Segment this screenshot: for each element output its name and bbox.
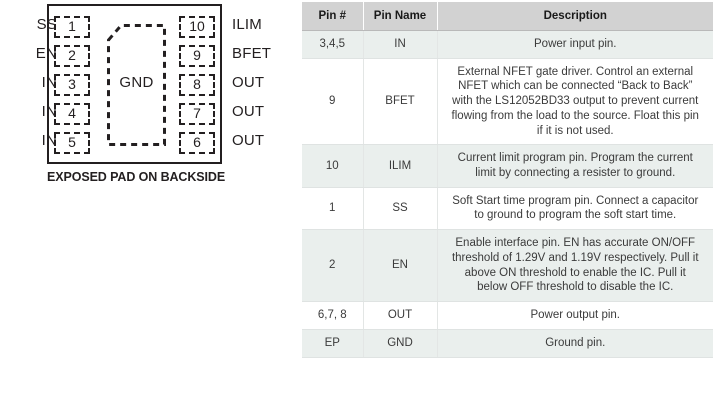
pin-pad-6[interactable]: 6 (179, 132, 215, 154)
package-outline: GND 1 2 3 4 5 10 9 8 7 6 (47, 4, 222, 164)
cell-pin-number: 1 (302, 187, 364, 231)
pin-label-in-4: IN (41, 103, 57, 120)
exposed-pad-caption: EXPOSED PAD ON BACKSIDE (47, 170, 226, 184)
pin-pad-1[interactable]: 1 (54, 16, 90, 38)
table-row: 9 BFET External NFET gate driver. Contro… (302, 58, 713, 146)
cell-pin-name: EN (363, 229, 438, 303)
pin-label-out-8: OUT (232, 74, 265, 91)
cell-pin-number: 9 (302, 58, 364, 146)
pin-pad-3[interactable]: 3 (54, 74, 90, 96)
cell-description: Current limit program pin. Program the c… (437, 144, 713, 188)
pin-label-out-7: OUT (232, 103, 265, 120)
cell-pin-number: 6,7, 8 (302, 301, 364, 330)
cell-pin-name: IN (363, 30, 438, 59)
pin-pad-4[interactable]: 4 (54, 103, 90, 125)
pin-configuration-diagram: GND 1 2 3 4 5 10 9 8 7 6 SS EN IN IN IN … (0, 0, 300, 400)
cell-pin-name: GND (363, 329, 438, 358)
cell-description: Power input pin. (437, 30, 713, 59)
cell-pin-name: SS (363, 187, 438, 231)
pin-label-in-5: IN (41, 132, 57, 149)
cell-pin-name: OUT (363, 301, 438, 330)
cell-pin-name: BFET (363, 58, 438, 146)
table-row: 2 EN Enable interface pin. EN has accura… (302, 229, 713, 303)
pin-label-bfet: BFET (232, 45, 272, 62)
table-row: EP GND Ground pin. (302, 329, 713, 358)
table-row: 3,4,5 IN Power input pin. (302, 30, 713, 59)
pin-pad-5[interactable]: 5 (54, 132, 90, 154)
pin-label-out-6: OUT (232, 132, 265, 149)
cell-pin-name: ILIM (363, 144, 438, 188)
table-header-row: Pin # Pin Name Description (302, 2, 713, 31)
cell-description: Power output pin. (437, 301, 713, 330)
cell-description: Ground pin. (437, 329, 713, 358)
column-header-pin-number: Pin # (302, 2, 364, 31)
cell-pin-number: 10 (302, 144, 364, 188)
pin-label-ilim: ILIM (232, 16, 262, 33)
pin-pad-8[interactable]: 8 (179, 74, 215, 96)
cell-pin-number: EP (302, 329, 364, 358)
pin-pad-7[interactable]: 7 (179, 103, 215, 125)
cell-pin-number: 3,4,5 (302, 30, 364, 59)
table-row: 6,7, 8 OUT Power output pin. (302, 301, 713, 330)
pin-label-en: EN (35, 45, 57, 62)
pin-label-ss: SS (36, 16, 57, 33)
table-row: 10 ILIM Current limit program pin. Progr… (302, 144, 713, 188)
pin-label-in-3: IN (41, 74, 57, 91)
pin-pad-2[interactable]: 2 (54, 45, 90, 67)
table-row: 1 SS Soft Start time program pin. Connec… (302, 187, 713, 231)
gnd-pad-shape (107, 24, 166, 146)
pin-description-table: Pin # Pin Name Description 3,4,5 IN Powe… (302, 2, 713, 358)
column-header-pin-name: Pin Name (363, 2, 438, 31)
gnd-exposed-pad: GND (107, 24, 166, 146)
gnd-pad-label: GND (119, 74, 154, 91)
cell-description: Enable interface pin. EN has accurate ON… (437, 229, 713, 303)
pin-pad-10[interactable]: 10 (179, 16, 215, 38)
pin-pad-9[interactable]: 9 (179, 45, 215, 67)
column-header-description: Description (437, 2, 713, 31)
cell-description: External NFET gate driver. Control an ex… (437, 58, 713, 146)
cell-description: Soft Start time program pin. Connect a c… (437, 187, 713, 231)
cell-pin-number: 2 (302, 229, 364, 303)
